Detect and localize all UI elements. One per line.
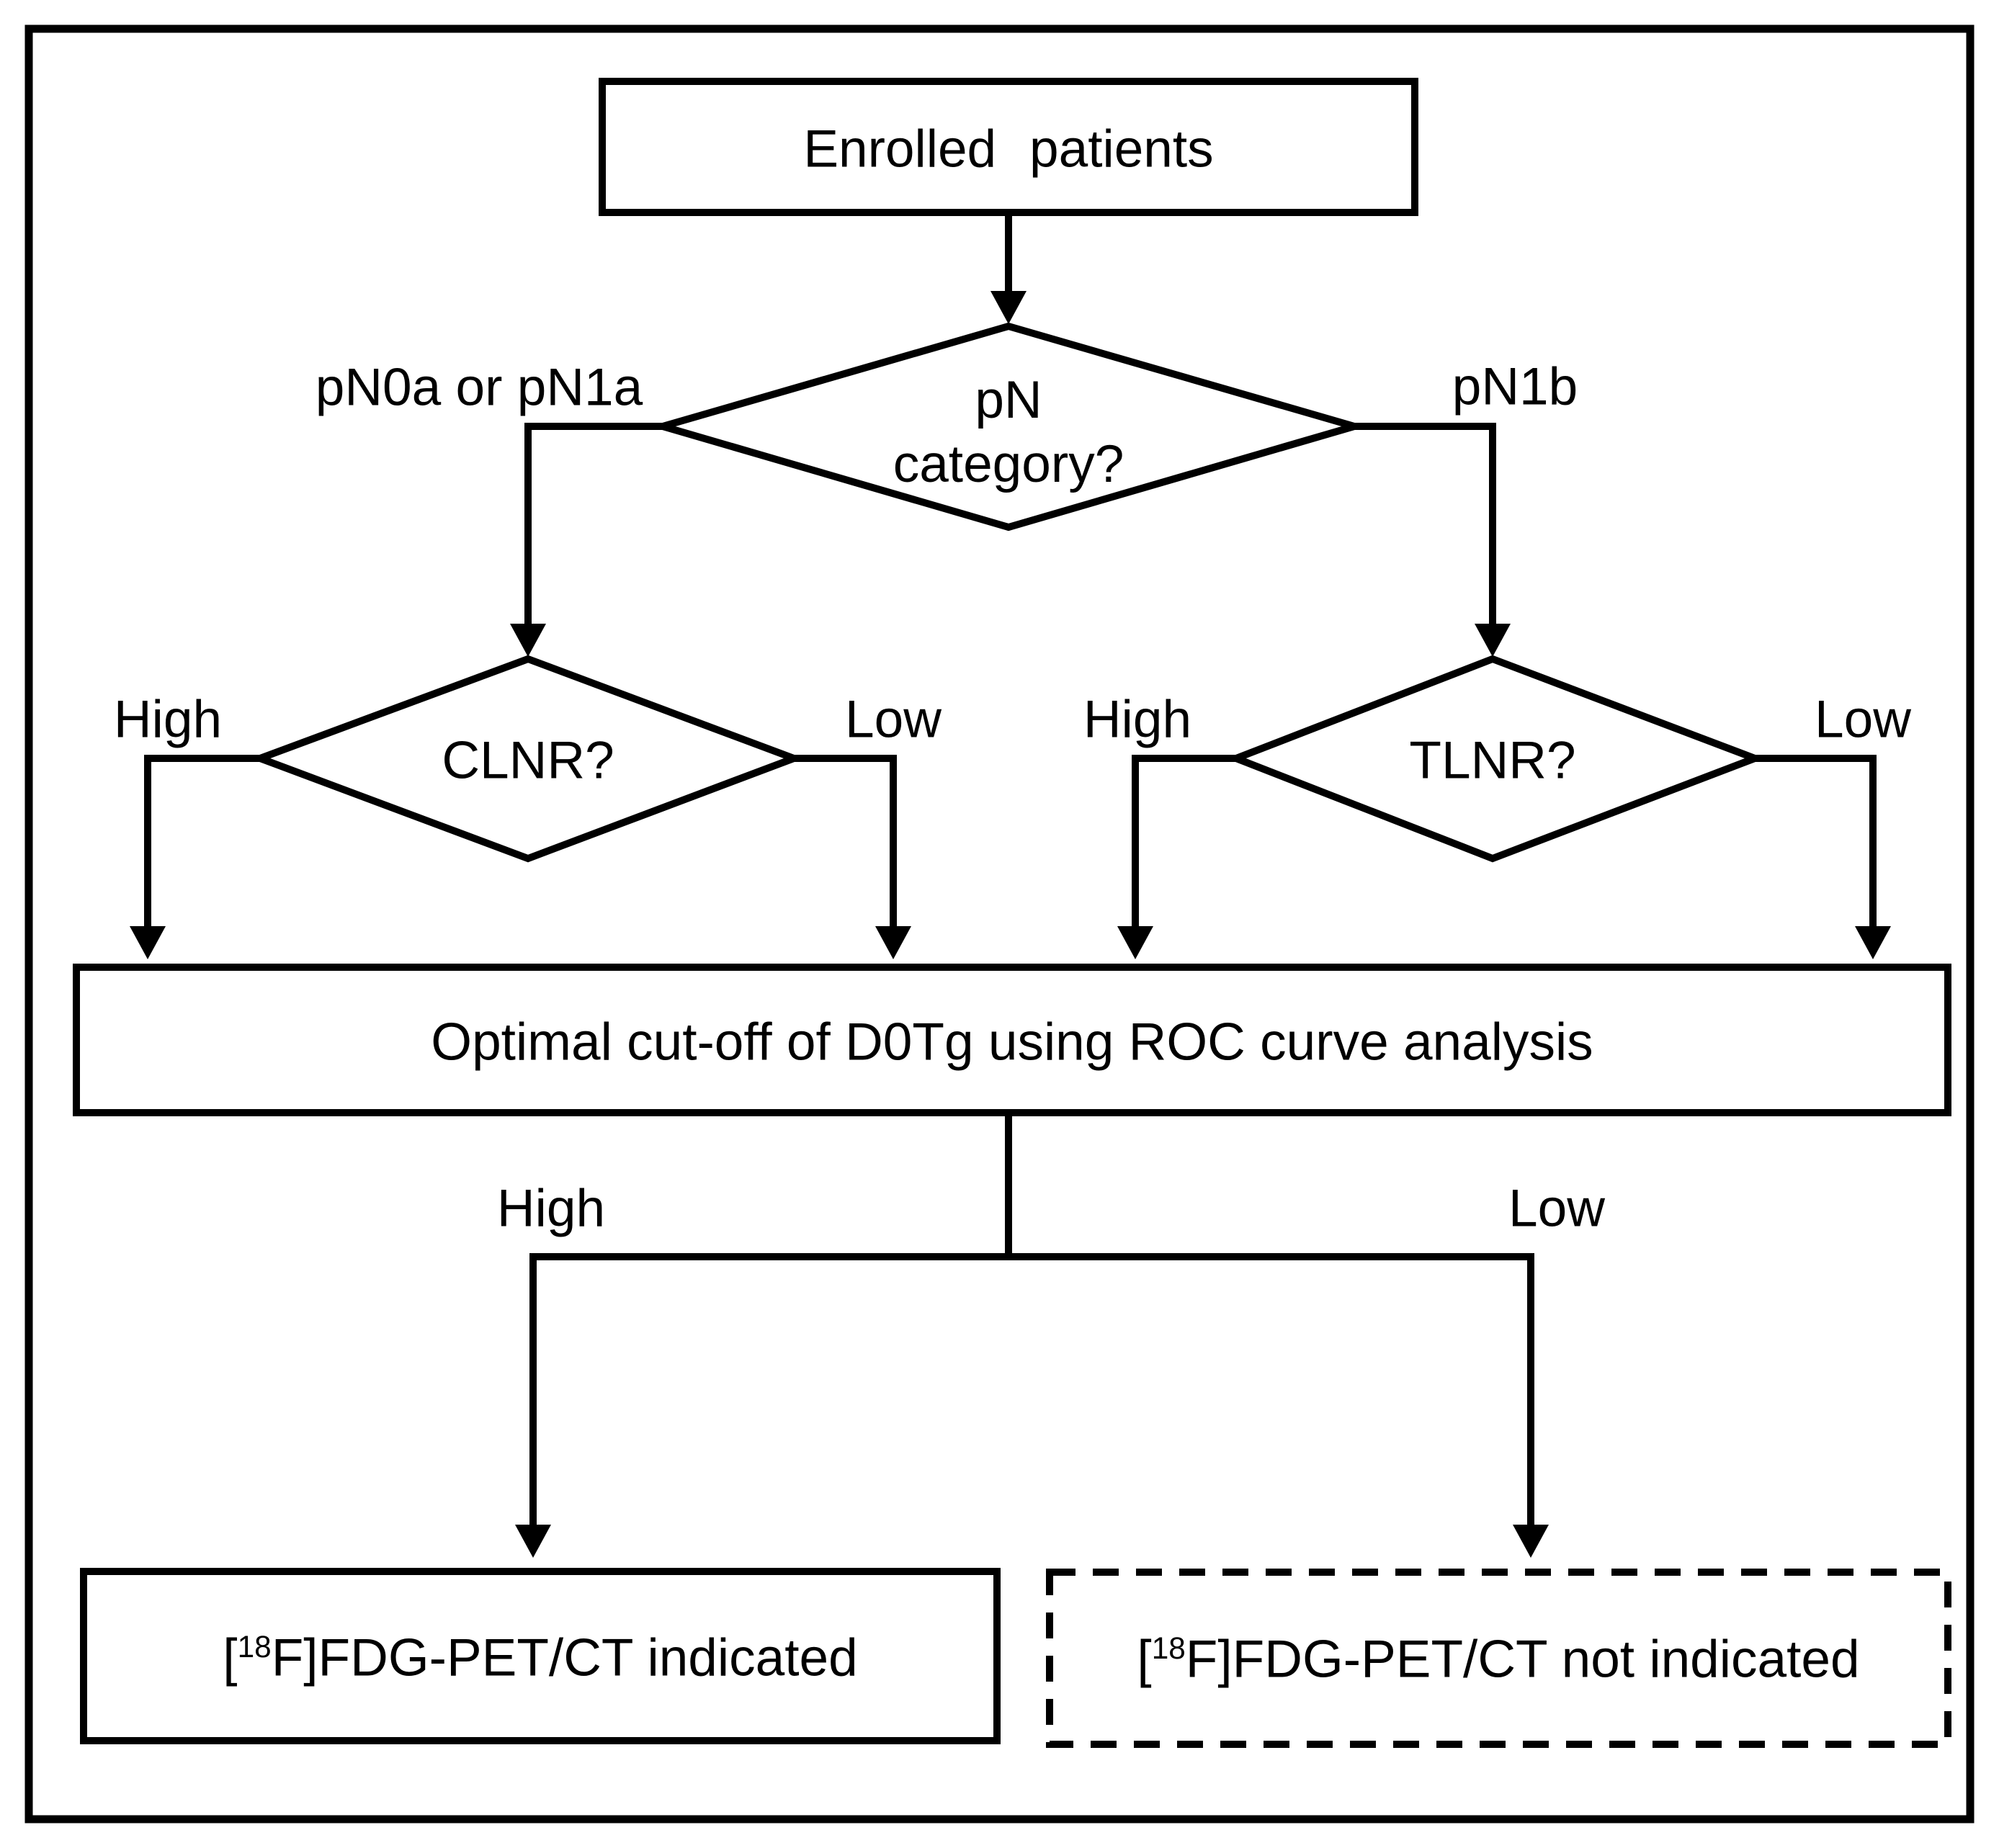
edge-label-dotg-high: High <box>496 1179 606 1238</box>
roc-box-label: Optimal cut-off of D0Tg using ROC curve … <box>431 1013 1593 1072</box>
pet-not-indicated-isotope: 18 <box>1151 1631 1186 1666</box>
pn-category-diamond-label: pN category? <box>893 368 1124 496</box>
tlnr-diamond <box>1226 655 1766 863</box>
pet-not-indicated-bracket: [ <box>1137 1630 1152 1689</box>
pet-indicated-isotope: 18 <box>237 1630 272 1664</box>
pet-not-indicated-text: F]FDG-PET/CT not indicated <box>1185 1630 1860 1689</box>
arrowhead-tlnr-high <box>1117 926 1153 959</box>
pet-indicated-box <box>80 1568 1001 1744</box>
pn-category-line1: pN <box>975 370 1042 429</box>
arrowhead-tlnr-low <box>1855 926 1891 959</box>
pet-indicated-label: [18F]FDG-PET/CT indicated <box>223 1625 857 1690</box>
edge-label-dotg-low: Low <box>1508 1179 1605 1238</box>
edge-clnr-high-to-roc <box>144 755 260 930</box>
edge-label-pn1b: pN1b <box>1452 357 1578 416</box>
pet-not-indicated-label: [18F]FDG-PET/CT not indicated <box>1137 1627 1859 1691</box>
arrowhead-clnr-low <box>875 926 911 959</box>
edge-roc-split <box>529 1253 1534 1528</box>
edge-label-clnr-high: High <box>113 690 223 749</box>
tlnr-diamond-label: TLNR? <box>1409 731 1576 790</box>
edge-tlnr-low-to-roc <box>1755 755 1877 930</box>
clnr-diamond <box>249 655 805 863</box>
edge-pn-to-clnr <box>524 423 663 628</box>
arrowhead-clnr-high <box>130 926 166 959</box>
roc-box <box>73 964 1951 1116</box>
edge-label-pn0a-pn1a: pN0a or pN1a <box>315 358 643 417</box>
clnr-diamond-label: CLNR? <box>442 731 614 790</box>
arrowhead-into-tlnr <box>1475 624 1511 657</box>
outer-border <box>24 24 1975 1824</box>
pet-indicated-bracket: [ <box>223 1628 238 1687</box>
pet-indicated-text: F]FDG-PET/CT indicated <box>271 1628 858 1687</box>
arrowhead-into-clnr <box>510 624 546 657</box>
edge-tlnr-high-to-roc <box>1132 755 1236 930</box>
enrolled-box <box>599 78 1418 216</box>
edge-label-tlnr-high: High <box>1083 690 1192 749</box>
edge-clnr-low-to-roc <box>794 755 897 930</box>
arrowhead-into-pn <box>990 291 1027 324</box>
pn-category-diamond <box>650 322 1367 531</box>
edge-label-tlnr-low: Low <box>1815 690 1911 749</box>
arrowhead-into-indicated <box>515 1525 551 1558</box>
edge-label-clnr-low: Low <box>845 690 942 749</box>
pn-category-line2: category? <box>893 435 1124 493</box>
edge-pn-to-tlnr <box>1354 423 1496 628</box>
arrowhead-into-not-indicated <box>1513 1525 1549 1558</box>
enrolled-box-label: Enrolled patients <box>803 120 1214 179</box>
pet-not-indicated-box <box>1046 1569 1951 1748</box>
